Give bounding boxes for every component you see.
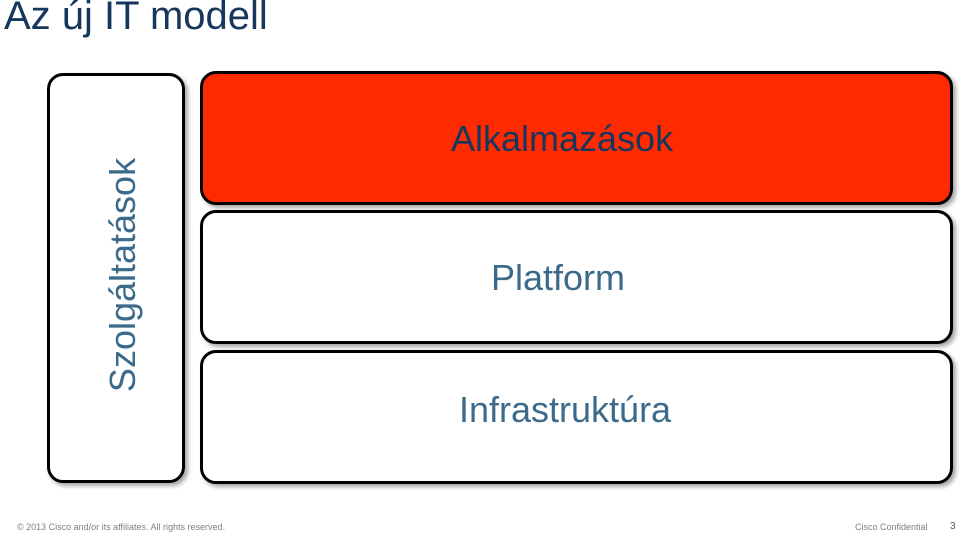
confidential-text: Cisco Confidential [855, 522, 928, 532]
services-panel [47, 73, 185, 483]
copyright-text: © 2013 Cisco and/or its affiliates. All … [17, 522, 226, 532]
applications-layer [200, 71, 953, 205]
services-label: Szolgáltatások [102, 157, 143, 393]
platform-label: Platform [491, 257, 626, 298]
infrastructure-layer [200, 350, 953, 484]
platform-layer [200, 210, 953, 344]
page-number: 3 [950, 521, 956, 532]
slide-title: Az új IT modell [4, 0, 268, 38]
infrastructure-label: Infrastruktúra [459, 389, 672, 430]
applications-label: Alkalmazások [451, 118, 674, 159]
